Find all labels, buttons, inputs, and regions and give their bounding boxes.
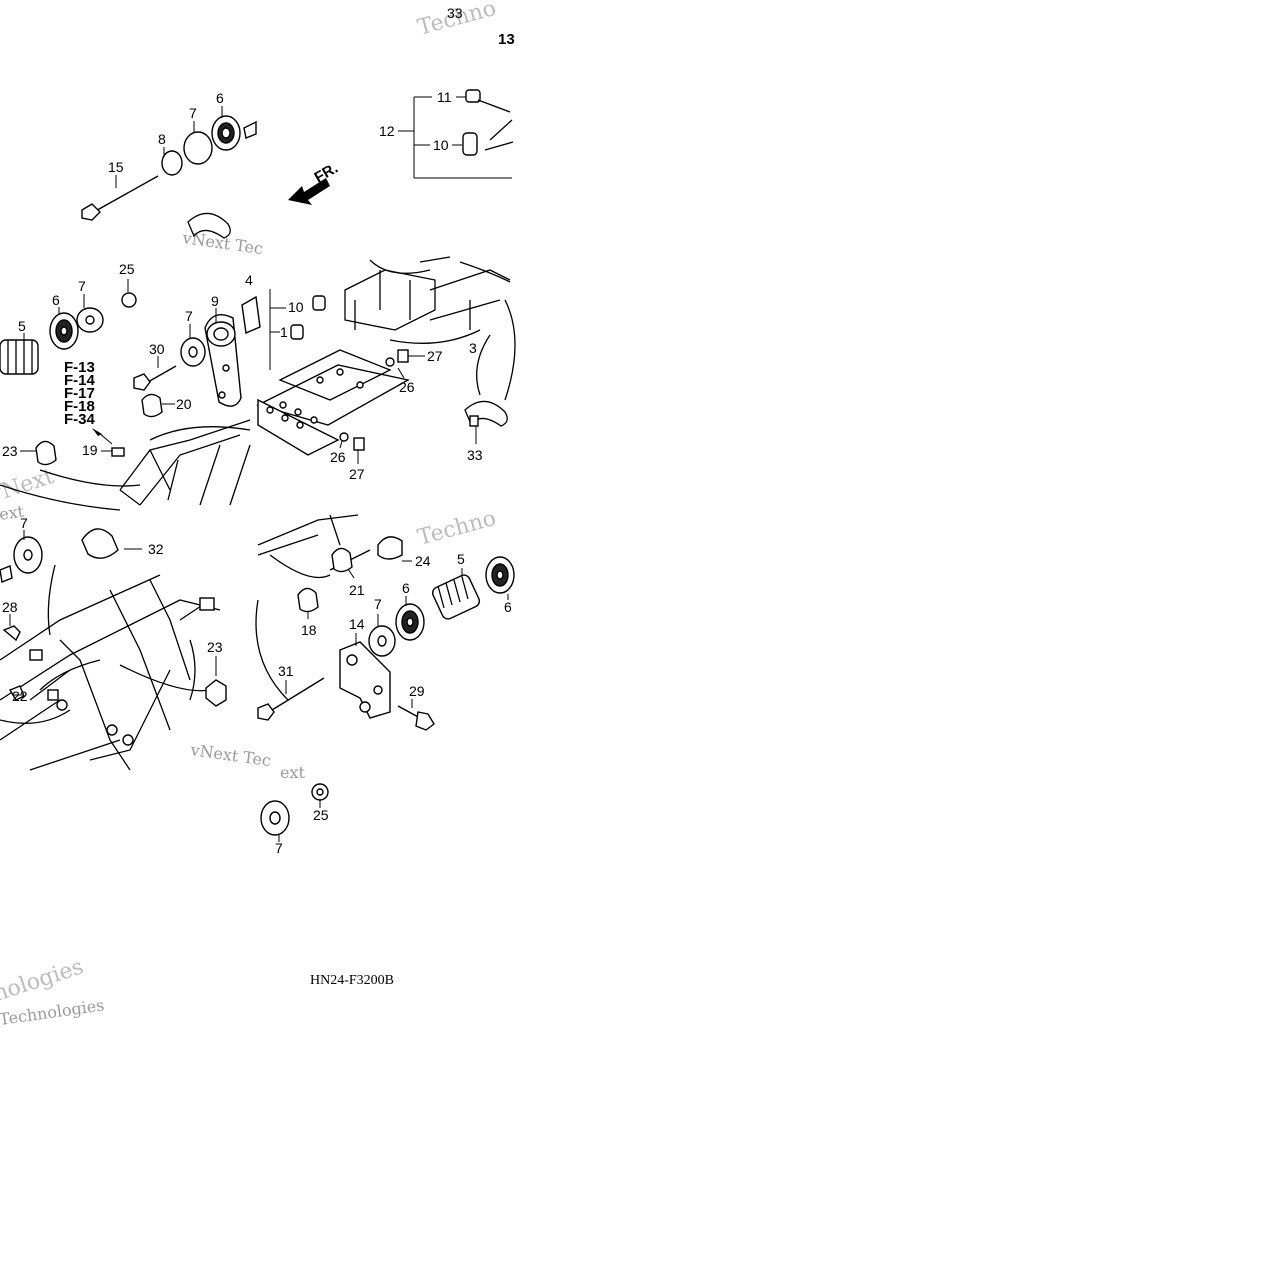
callout-6: 6 [52,292,60,308]
watermark: ext [0,502,26,524]
callout-27: 27 [427,348,443,364]
callout-25: 25 [313,807,329,823]
clamps-20-23-19 [20,393,175,466]
lower-parts-25-7 [260,783,329,842]
callout-7: 7 [189,105,197,121]
reference-code: F-17 [64,385,95,402]
callout-31: 31 [278,663,294,679]
reference-codes: F-13 F-14 F-17 F-18 F-34 [64,359,113,445]
callout-23: 23 [2,443,18,459]
bolt-15-assembly [81,106,257,221]
callout-7: 7 [20,515,28,531]
reference-code: F-13 [64,359,95,376]
small-parts-bottom-left [0,528,227,707]
bracket-14 [339,633,391,719]
callout-6: 6 [216,90,224,106]
callout-8: 8 [158,131,166,147]
callout-26: 26 [330,449,346,465]
group-12-bracket [398,89,514,179]
callout-21: 21 [349,582,365,598]
reference-code: F-34 [64,411,96,428]
clamp-33-top [187,212,231,239]
watermark: vNext [0,464,57,509]
watermarks: Techno vNext Tec vNext ext Techno vNext … [0,0,499,1029]
callout-4: 4 [245,272,253,288]
callout-7: 7 [275,840,283,856]
skid-plate-1 [256,289,410,456]
main-frame [0,564,221,771]
callout-15: 15 [108,159,124,175]
callout-33: 33 [467,447,483,463]
watermark: ext [280,763,305,782]
callout-5: 5 [457,551,465,567]
clamps-24-21-18 [297,536,412,619]
callout-28: 28 [2,599,18,615]
callout-6: 6 [504,599,512,615]
callout-27: 27 [349,466,365,482]
front-direction-arrow: FR. [288,160,341,205]
frame-section-left [0,419,251,511]
callout-1: 1 [280,324,288,340]
callout-3: 3 [469,340,477,356]
callout-11: 11 [437,89,452,105]
callout-5: 5 [18,318,26,334]
callout-23: 23 [207,639,223,655]
watermark: vNext Tec [188,740,272,770]
callout-6: 6 [402,580,410,596]
link-arm-9 [180,295,261,407]
clamp-33-right [464,400,508,444]
bolts-26-27 [339,349,425,464]
callout-12: 12 [379,123,395,139]
bushing-group-right [368,556,515,657]
callout-22: 22 [12,688,28,704]
callout-29: 29 [409,683,425,699]
callout-26: 26 [399,379,415,395]
callout-24: 24 [415,553,431,569]
callout-7: 7 [374,596,382,612]
callout-20: 20 [176,396,192,412]
callout-14: 14 [349,616,365,632]
callout-25: 25 [119,261,135,277]
callout-10: 10 [288,299,304,315]
bolt-31 [257,677,325,721]
bushing-group-left [0,279,137,375]
callout-13: 13 [498,31,515,48]
callout-30: 30 [149,341,165,357]
callout-33: 33 [447,5,463,21]
drawing-code: HN24-F3200B [310,973,394,988]
reference-code: F-18 [64,398,95,415]
callout-numbers: 33 13 11 12 10 6 7 8 15 25 7 6 5 9 4 7 3… [2,5,515,856]
reference-code: F-14 [64,372,96,389]
callout-7: 7 [185,308,193,324]
frame-section-right [344,256,516,401]
bolt-29 [397,699,435,731]
callout-19: 19 [82,442,98,458]
callout-18: 18 [301,622,317,638]
direction-label: FR. [312,160,341,187]
callout-7: 7 [78,278,86,294]
callout-9: 9 [211,293,219,309]
bolt-30 [133,356,177,391]
watermark: Techno [415,506,499,551]
callout-10: 10 [433,137,449,153]
callout-32: 32 [148,541,164,557]
